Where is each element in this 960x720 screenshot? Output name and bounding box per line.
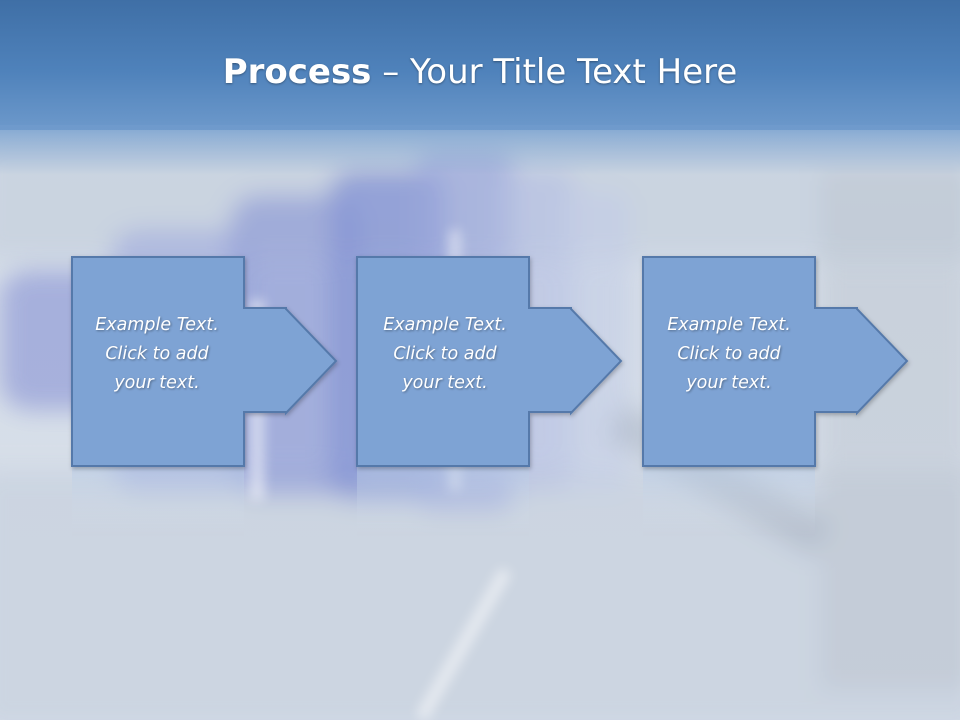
process-step-1[interactable] [71, 256, 338, 467]
title-bold-text: Process [222, 52, 372, 92]
step-2-line-3: your text. [402, 373, 488, 393]
step-reflections [72, 466, 815, 536]
process-step-2[interactable] [356, 256, 623, 467]
process-step-3[interactable] [642, 256, 909, 467]
step-1-line-2: Click to add [105, 344, 209, 364]
step-1-line-3: your text. [114, 373, 200, 393]
step-3-text[interactable]: Example Text. Click to add your text. [644, 311, 814, 398]
step-1-line-1: Example Text. [95, 315, 219, 335]
title-bar [0, 0, 960, 130]
title-bar-fade [0, 125, 960, 175]
title-rest-text: – Your Title Text Here [371, 52, 738, 92]
step-3-arrow [642, 256, 909, 467]
step-1-text[interactable]: Example Text. Click to add your text. [72, 311, 242, 398]
step-3-line-2: Click to add [677, 344, 781, 364]
step-2-arrow [356, 256, 623, 467]
step-2-text[interactable]: Example Text. Click to add your text. [360, 311, 530, 398]
step-2-line-1: Example Text. [383, 315, 507, 335]
step-3-line-3: your text. [686, 373, 772, 393]
step-3-line-1: Example Text. [667, 315, 791, 335]
slide-title[interactable]: Process – Your Title Text Here [0, 52, 960, 92]
step-2-line-2: Click to add [393, 344, 497, 364]
step-1-arrow [71, 256, 338, 467]
